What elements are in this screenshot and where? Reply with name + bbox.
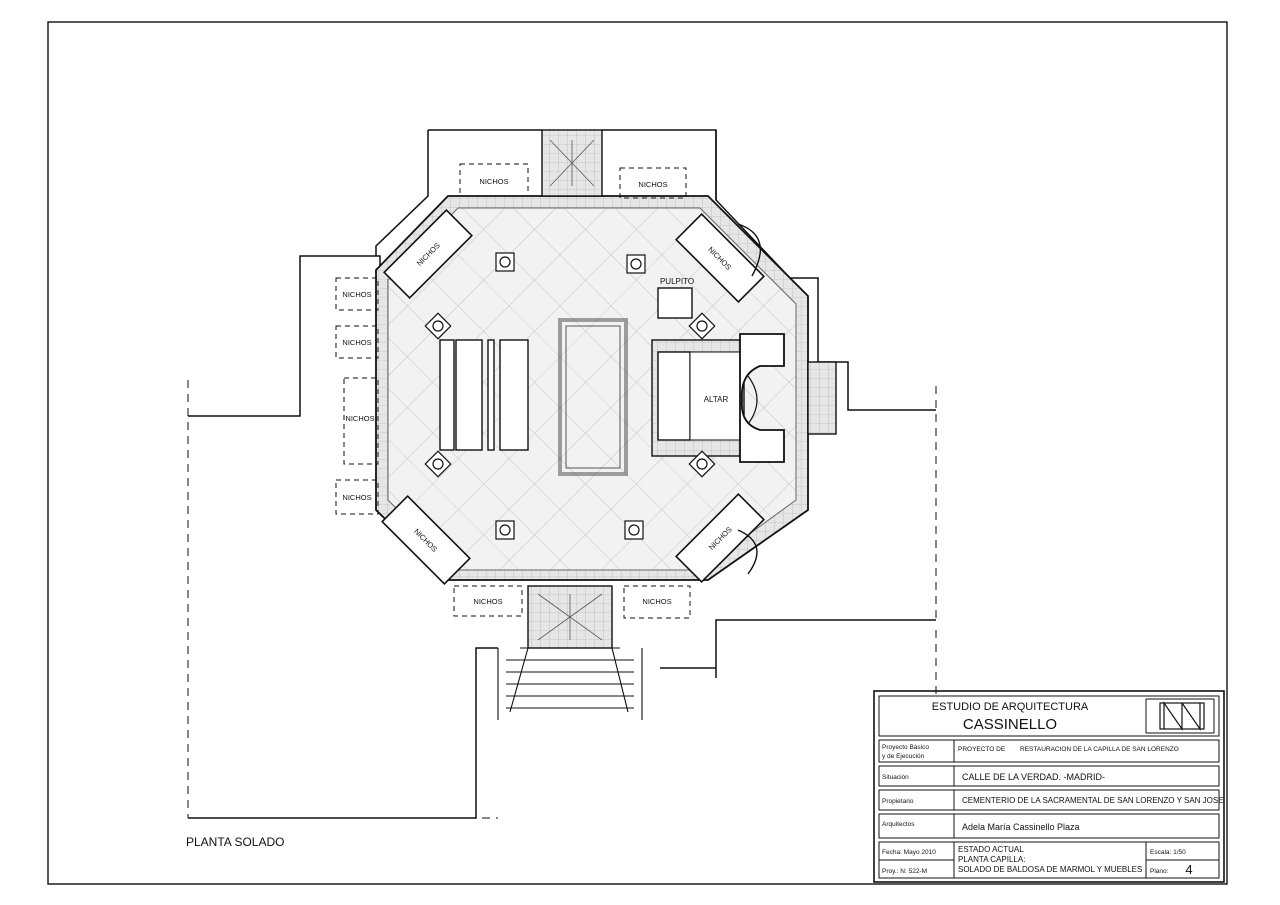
row-project-label-2: y de Ejecución xyxy=(882,753,925,760)
plan-label: Plano: xyxy=(1150,868,1169,875)
niche-s1 xyxy=(453,585,523,617)
niche-s2 xyxy=(623,585,691,619)
niche-label: NICHOS xyxy=(345,414,374,423)
central-slab xyxy=(558,318,628,476)
site-outline xyxy=(187,129,937,819)
altar-table xyxy=(657,351,691,441)
description-line-1: ESTADO ACTUAL xyxy=(958,845,1024,854)
description-line-2: PLANTA CAPILLA: xyxy=(958,855,1025,864)
row-architects-value: Adela María Cassinello Plaza xyxy=(962,822,1080,832)
niche-ne xyxy=(675,213,765,303)
niche-label: NICHOS xyxy=(638,180,667,189)
pew-left-2 xyxy=(455,339,483,451)
description-line-3: SOLADO DE BALDOSA DE MARMOL Y MUEBLES xyxy=(958,865,1142,874)
pulpit-label: PULPITO xyxy=(660,277,694,286)
niche-w4 xyxy=(335,479,379,515)
niche-se xyxy=(675,493,765,583)
pew-left-1 xyxy=(439,339,455,451)
east-door xyxy=(807,361,837,435)
date-label: Fecha: Mayo 2010 xyxy=(882,849,936,856)
row-architects-label: Arquitectos xyxy=(882,821,915,828)
row-project-label: Proyecto Básico xyxy=(882,744,929,751)
studio-line: ESTUDIO DE ARQUITECTURA xyxy=(932,701,1089,713)
column-markers xyxy=(424,252,716,540)
niche-label: NICHOS xyxy=(642,597,671,606)
pulpit xyxy=(657,287,693,319)
niche-n2 xyxy=(619,167,687,199)
row-owner-label: Propietario xyxy=(882,798,914,805)
altar-apse xyxy=(739,333,785,463)
studio-name: CASSINELLO xyxy=(963,716,1057,733)
niche-label: NICHOS xyxy=(473,597,502,606)
sheet-frame xyxy=(47,21,1228,885)
row-location-label: Situación xyxy=(882,774,909,781)
drawing-title: PLANTA SOLADO xyxy=(186,835,284,849)
row-owner-value: CEMENTERIO DE LA SACRAMENTAL DE SAN LORE… xyxy=(962,796,1224,805)
niche-nw xyxy=(383,209,473,299)
niche-w2 xyxy=(335,325,379,359)
niche-w3 xyxy=(343,377,379,465)
niche-label: NICHOS xyxy=(342,290,371,299)
studio-logo xyxy=(1159,701,1205,731)
niche-label: NICHOS xyxy=(342,338,371,347)
niche-w1 xyxy=(335,277,379,311)
niche-label: NICHOS xyxy=(342,493,371,502)
niche-n1 xyxy=(459,163,529,197)
project-number: Proy.: N: 522-M xyxy=(882,868,927,875)
pew-right-1 xyxy=(487,339,495,451)
row-location-value: CALLE DE LA VERDAD. -MADRID- xyxy=(962,772,1105,782)
entrance-stair xyxy=(497,647,643,720)
scale-label: Escala: 1/50 xyxy=(1150,849,1186,856)
niche-sw xyxy=(381,495,471,585)
title-block xyxy=(873,690,1225,883)
pew-right-2 xyxy=(499,339,529,451)
niche-label: NICHOS xyxy=(479,177,508,186)
altar-label: ALTAR xyxy=(704,395,729,404)
chapel-floor-plan: NICHOS NICHOS NICHOS NICHOS NICHOS NICHO… xyxy=(335,129,837,720)
row-project-prefix: PROYECTO DE xyxy=(958,746,1006,753)
row-project-value: RESTAURACION DE LA CAPILLA DE SAN LORENZ… xyxy=(1020,746,1179,753)
plan-number: 4 xyxy=(1185,862,1192,877)
